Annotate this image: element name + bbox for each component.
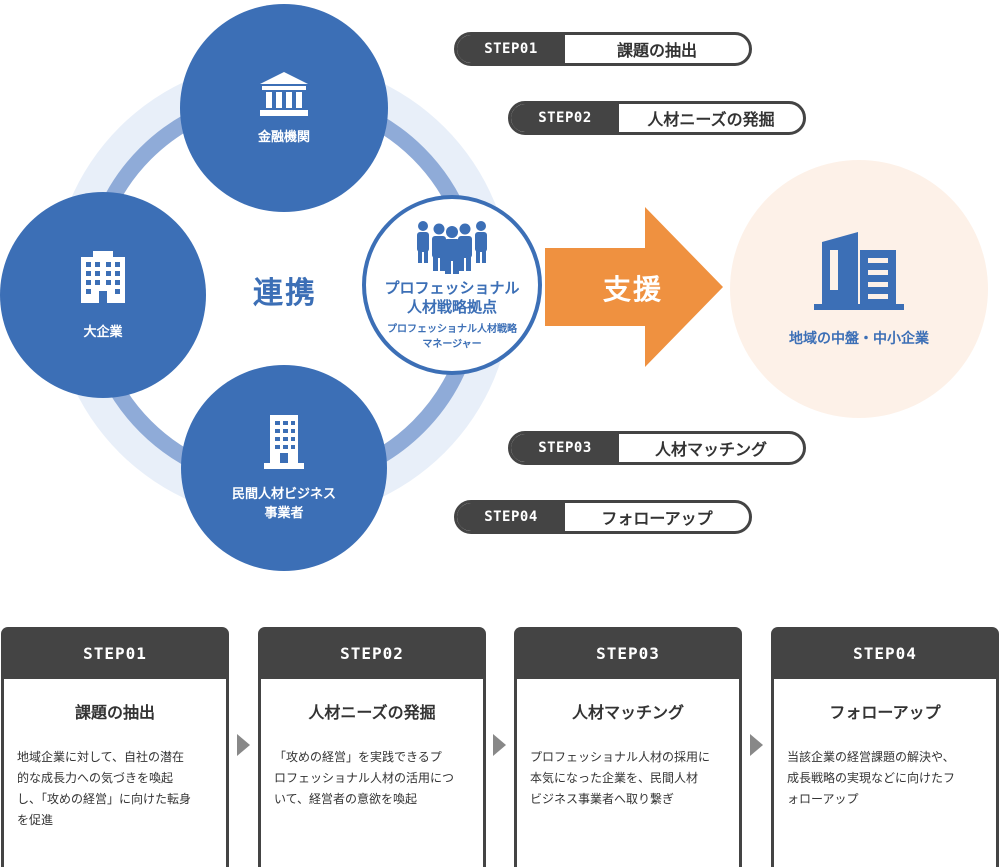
step-card-body: 人材ニーズの発掘 「攻めの経営」を実践できるプ ロフェッショナル人材の活用につ … xyxy=(261,679,483,867)
hub-title: プロフェッショナル 人材戦略拠点 xyxy=(384,279,519,317)
step-card-body: 課題の抽出 地域企業に対して、自社の潜在 的な成長力への気づきを喚起 し、「攻め… xyxy=(4,679,226,867)
tower-building-icon xyxy=(264,415,304,469)
step-card-title: 人材ニーズの発掘 xyxy=(308,703,436,722)
circle-label-financial: 金融機関 xyxy=(257,129,310,145)
circle-label-large-company: 大企業 xyxy=(83,324,123,340)
step-card-header: STEP04 xyxy=(853,643,917,663)
desc-line: プロフェッショナル人材の採用に xyxy=(530,750,711,764)
people-group-icon xyxy=(417,220,487,274)
circle-private-hr-business: 民間人材ビジネス 事業者 xyxy=(181,365,387,571)
step-card-description: 地域企業に対して、自社の潜在 的な成長力への気づきを喚起 し、「攻めの経営」に向… xyxy=(17,747,213,831)
desc-line: 当該企業の経営課題の解決や、 xyxy=(787,750,955,764)
circle-large-company: 大企業 xyxy=(0,192,206,398)
step-card-3: STEP03 人材マッチング プロフェッショナル人材の採用に 本気になった企業を… xyxy=(514,627,742,867)
step-pill-tag: STEP04 xyxy=(457,503,565,531)
hub-subtitle: プロフェッショナル人材戦略 マネージャー xyxy=(387,322,517,352)
step-card-header: STEP02 xyxy=(340,643,404,663)
step-card-description: 当該企業の経営課題の解決や、 成長戦略の実現などに向けたフ ォローアップ xyxy=(787,747,983,810)
step-card-4: STEP04 フォローアップ 当該企業の経営課題の解決や、 成長戦略の実現などに… xyxy=(771,627,999,867)
target-label: 地域の中盤・中小企業 xyxy=(789,331,929,347)
diagram-background xyxy=(52,60,723,520)
step-card-2: STEP02 人材ニーズの発掘 「攻めの経営」を実践できるプ ロフェッショナル人… xyxy=(258,627,486,867)
circle-label-private-hr: 民間人材ビジネス 事業者 xyxy=(232,485,336,523)
office-building-icon xyxy=(81,250,125,303)
desc-line: 「攻めの経営」を実践できるプ xyxy=(274,750,442,764)
step-card-header: STEP01 xyxy=(83,643,147,663)
desc-line: し、「攻めの経営」に向けた転身 xyxy=(17,792,192,806)
step-pill-1: STEP01 課題の抽出 xyxy=(454,32,752,66)
halo-inner xyxy=(82,90,482,490)
step-card-1: STEP01 課題の抽出 地域企業に対して、自社の潜在 的な成長力への気づきを喚… xyxy=(1,627,229,867)
step-card-title: 課題の抽出 xyxy=(74,703,155,722)
step-pill-4: STEP04 フォローアップ xyxy=(454,500,752,534)
hub-circle: プロフェッショナル 人材戦略拠点 プロフェッショナル人材戦略 マネージャー xyxy=(362,195,542,375)
desc-line: を促進 xyxy=(17,813,54,827)
step-card-header: STEP03 xyxy=(596,643,660,663)
chevron-right-icon xyxy=(750,734,763,756)
step-card-title: 人材マッチング xyxy=(571,703,684,722)
step-card-description: プロフェッショナル人材の採用に 本気になった企業を、民間人材 ビジネス事業者へ取… xyxy=(530,747,726,810)
right-arrow-icon xyxy=(545,207,723,367)
hub-subtitle-line1: プロフェッショナル人材戦略 xyxy=(387,323,517,335)
chevron-right-icon xyxy=(493,734,506,756)
target-circle: 地域の中盤・中小企業 xyxy=(730,160,988,418)
support-label: 支援 xyxy=(602,273,663,306)
hub-title-line1: プロフェッショナル xyxy=(384,278,520,297)
step-pill-tag: STEP01 xyxy=(457,35,565,63)
desc-line: ビジネス事業者へ取り繋ぎ xyxy=(530,792,675,806)
step-pill-2: STEP02 人材ニーズの発掘 xyxy=(508,101,806,135)
step-pill-label: フォローアップ xyxy=(601,509,713,528)
step-pill-3: STEP03 人材マッチング xyxy=(508,431,806,465)
circle-financial-institution: 金融機関 xyxy=(180,4,388,212)
step-pill-label: 人材ニーズの発掘 xyxy=(647,110,775,129)
company-building-icon xyxy=(814,232,904,310)
desc-line: 的な成長力への気づきを喚起 xyxy=(17,771,174,785)
desc-line: 本気になった企業を、民間人材 xyxy=(530,771,699,785)
step-card-body: フォローアップ 当該企業の経営課題の解決や、 成長戦略の実現などに向けたフ ォロ… xyxy=(774,679,996,867)
step-pill-label: 人材マッチング xyxy=(654,440,767,459)
hub-subtitle-line2: マネージャー xyxy=(422,338,482,350)
collaboration-label: 連携 xyxy=(253,276,317,311)
desc-line: ロフェッショナル人材の活用につ xyxy=(274,771,455,785)
chevron-right-icon xyxy=(237,734,250,756)
step-pill-label: 課題の抽出 xyxy=(616,41,697,60)
hub-title-line2: 人材戦略拠点 xyxy=(406,297,497,316)
step-card-description: 「攻めの経営」を実践できるプ ロフェッショナル人材の活用につ いて、経営者の意欲… xyxy=(274,747,470,810)
desc-line: ォローアップ xyxy=(787,792,859,806)
step-card-body: 人材マッチング プロフェッショナル人材の採用に 本気になった企業を、民間人材 ビ… xyxy=(517,679,739,867)
bank-icon xyxy=(260,71,308,116)
circle-label-private-hr-line1: 民間人材ビジネス xyxy=(231,487,336,502)
step-pill-tag: STEP03 xyxy=(511,434,619,462)
step-card-title: フォローアップ xyxy=(829,703,941,722)
desc-line: 成長戦略の実現などに向けたフ xyxy=(787,771,956,785)
circle-label-private-hr-line2: 事業者 xyxy=(264,506,304,521)
desc-line: 地域企業に対して、自社の潜在 xyxy=(17,750,185,764)
desc-line: いて、経営者の意欲を喚起 xyxy=(274,792,418,806)
step-pill-tag: STEP02 xyxy=(511,104,619,132)
